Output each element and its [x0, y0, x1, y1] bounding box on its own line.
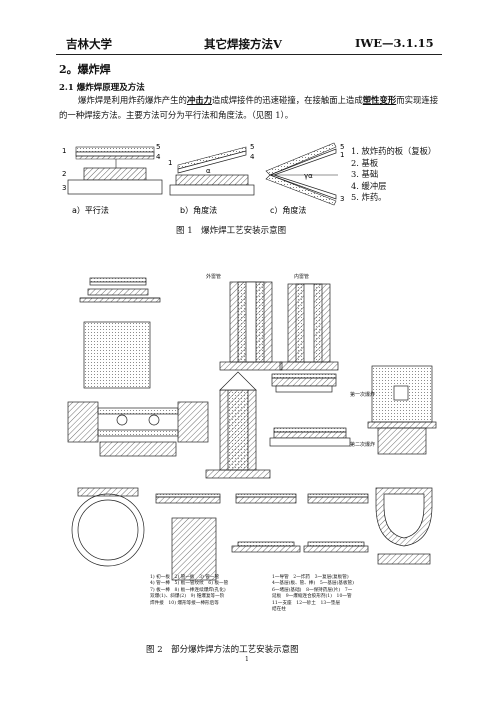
fig1a-flyer-plate: [75, 151, 155, 157]
fig2-note-r5: 11一支座 12一砂土 13一垫层: [272, 600, 341, 606]
page-number: 1: [245, 656, 249, 663]
fig2-note-l1: 1) 初一板 2) 管一板 3) 管一管: [150, 575, 220, 580]
fig1b-label: b）角度法: [180, 205, 217, 215]
fig1b-angle: α 1 5 4 b）角度法: [168, 143, 255, 215]
fig1c-num-3: 3: [340, 195, 344, 203]
fig2-note-l3: 7) 板一棒 8) 板一棒连续爆焊(孔化): [150, 587, 226, 593]
fig2-note-l4: 双爆(1)、斜爆(2) 9) 锥爆复等一阶: [150, 594, 225, 600]
fig1a-buffer: [75, 155, 155, 160]
fig2-tag-first: 第一次爆炸: [350, 391, 375, 398]
header-school: 吉林大学: [66, 37, 112, 51]
fig2-sketch-10: [155, 493, 369, 553]
fig1b-num-1: 1: [168, 159, 172, 167]
figure1-drawing: 1 2 3 5 4 a）平行法 α 1 5 4 b）角度法 γα 5 1 3 c…: [62, 142, 344, 215]
fig1b-num-5: 5: [250, 143, 254, 151]
fig1b-foundation: [169, 184, 255, 196]
fig1b-flyer-plate: [177, 150, 247, 174]
section-title: 2。爆炸焊: [59, 63, 111, 76]
header-rule: [56, 54, 442, 55]
term-plastic-deformation: 塑性变形: [362, 95, 397, 105]
fig2-sketch-1: [79, 277, 161, 303]
fig2-sketch-8: [71, 487, 145, 567]
para-text-3: 而实现连接的一种焊接方法。主要方法可分为平行法和角度法。（见图 1）。: [59, 95, 439, 120]
fig1a-num-1: 1: [62, 147, 66, 155]
fig2-sketch-4: [67, 401, 209, 457]
legend-item-3: 3. 基础: [351, 169, 379, 179]
fig1a-num-3: 3: [62, 184, 66, 192]
fig1a-explosive: [75, 146, 155, 153]
fig2-tag-inner: 内雷管: [294, 273, 309, 280]
fig2-tag-second: 第二次爆炸: [350, 441, 375, 448]
fig1a-base-plate: [83, 167, 147, 181]
fig2-note-r1: 1一导管 2一炸药 3一复层(复板管): [272, 575, 349, 580]
legend-item-4: 4. 缓冲层: [351, 180, 387, 191]
fig1c-label: c）角度法: [270, 205, 306, 215]
para-text-1: 爆炸焊是利用炸药爆炸产生的: [78, 95, 187, 105]
header-course: 其它焊接方法Ⅴ: [204, 37, 282, 51]
fig1b-base-plate: [175, 174, 249, 186]
fig2-note-r3: 6一堵层(基础) 8一保持药层(片) 7一: [272, 587, 353, 593]
legend-item-5: 5. 炸药。: [351, 192, 387, 202]
subsection-title: 2.1 爆炸焊原理及方法: [59, 83, 145, 93]
figure2-drawing: 外雷管 内雷管 第一次爆炸 第二次爆炸: [67, 273, 437, 581]
fig2-sketch-9: [171, 517, 217, 581]
fig2-sketch-3: [279, 283, 339, 371]
fig1b-alpha: α: [206, 167, 211, 175]
fig1a-label: a）平行法: [72, 205, 109, 215]
para-text-2: 造成焊接件的迅速碰撞，在接触面上造成: [212, 95, 363, 105]
fig2-sketch-6: [269, 373, 351, 447]
fig1a-parallel: 1 2 3 5 4 a）平行法: [62, 143, 163, 215]
fig1a-foundation: [67, 179, 163, 195]
fig2-sketch-2: [219, 281, 283, 371]
fig2-tag-outer: 外雷管: [206, 273, 221, 280]
header-code: IWE—3.1.15: [355, 36, 434, 50]
fig1c-angle: γα 5 1 3 c）角度法: [265, 142, 344, 215]
figure1-caption: 图 1 爆炸焊工艺安装示意图: [176, 226, 287, 236]
legend-item-1: 1. 放炸药的板（复板）: [351, 146, 437, 156]
fig2-note-l2: 4) 管一棒 5) 板一管纹纹 6) 板一管: [150, 581, 229, 587]
figure2-caption: 图 2 部分爆炸焊方法的工艺安装示意图: [146, 645, 299, 655]
figure1-legend: 1. 放炸药的板（复板） 2. 基板 3. 基础 4. 缓冲层 5. 炸药。: [351, 146, 436, 204]
intro-paragraph: 爆炸焊是利用炸药爆炸产生的冲击力造成焊接件的迅速碰撞，在接触面上造成塑性变形而实…: [59, 93, 443, 123]
fig2-sketch-5: [205, 371, 271, 479]
term-impact: 冲击力: [186, 95, 212, 105]
figure2-notes-left: 1) 初一板 2) 管一板 3) 管一管 4) 管一棒 5) 板一管纹纹 6) …: [150, 575, 260, 607]
legend-item-2: 2. 基板: [351, 157, 379, 168]
fig1a-num-5: 5: [156, 143, 160, 151]
fig1a-num-2: 2: [62, 170, 66, 178]
fig2-note-r6: 结在柱: [272, 607, 286, 613]
fig1c-gamma: γα: [304, 172, 313, 180]
fig2-sketch-plate: [83, 321, 151, 389]
fig2-note-r2: 4一基层(板、管、棒) 5一基层(基板管): [272, 581, 354, 587]
figure2-notes-right: 1一导管 2一炸药 3一复层(复板管) 4一基层(板、管、棒) 5一基层(基板管…: [272, 575, 384, 613]
fig2-sketch-7: [367, 365, 437, 455]
fig2-note-l5: 焊件接 10) 爆形等接一棒形后等: [150, 600, 219, 606]
fig1a-num-4: 4: [156, 153, 161, 161]
fig1c-num-1: 1: [340, 151, 344, 159]
fig1c-num-5: 5: [340, 143, 344, 151]
fig2-note-r4: 延板 9一爆缩连合胶形剂(1) 10一管: [272, 594, 352, 600]
fig2-sketch-11: [375, 487, 433, 565]
fig1b-num-4: 4: [250, 153, 255, 161]
